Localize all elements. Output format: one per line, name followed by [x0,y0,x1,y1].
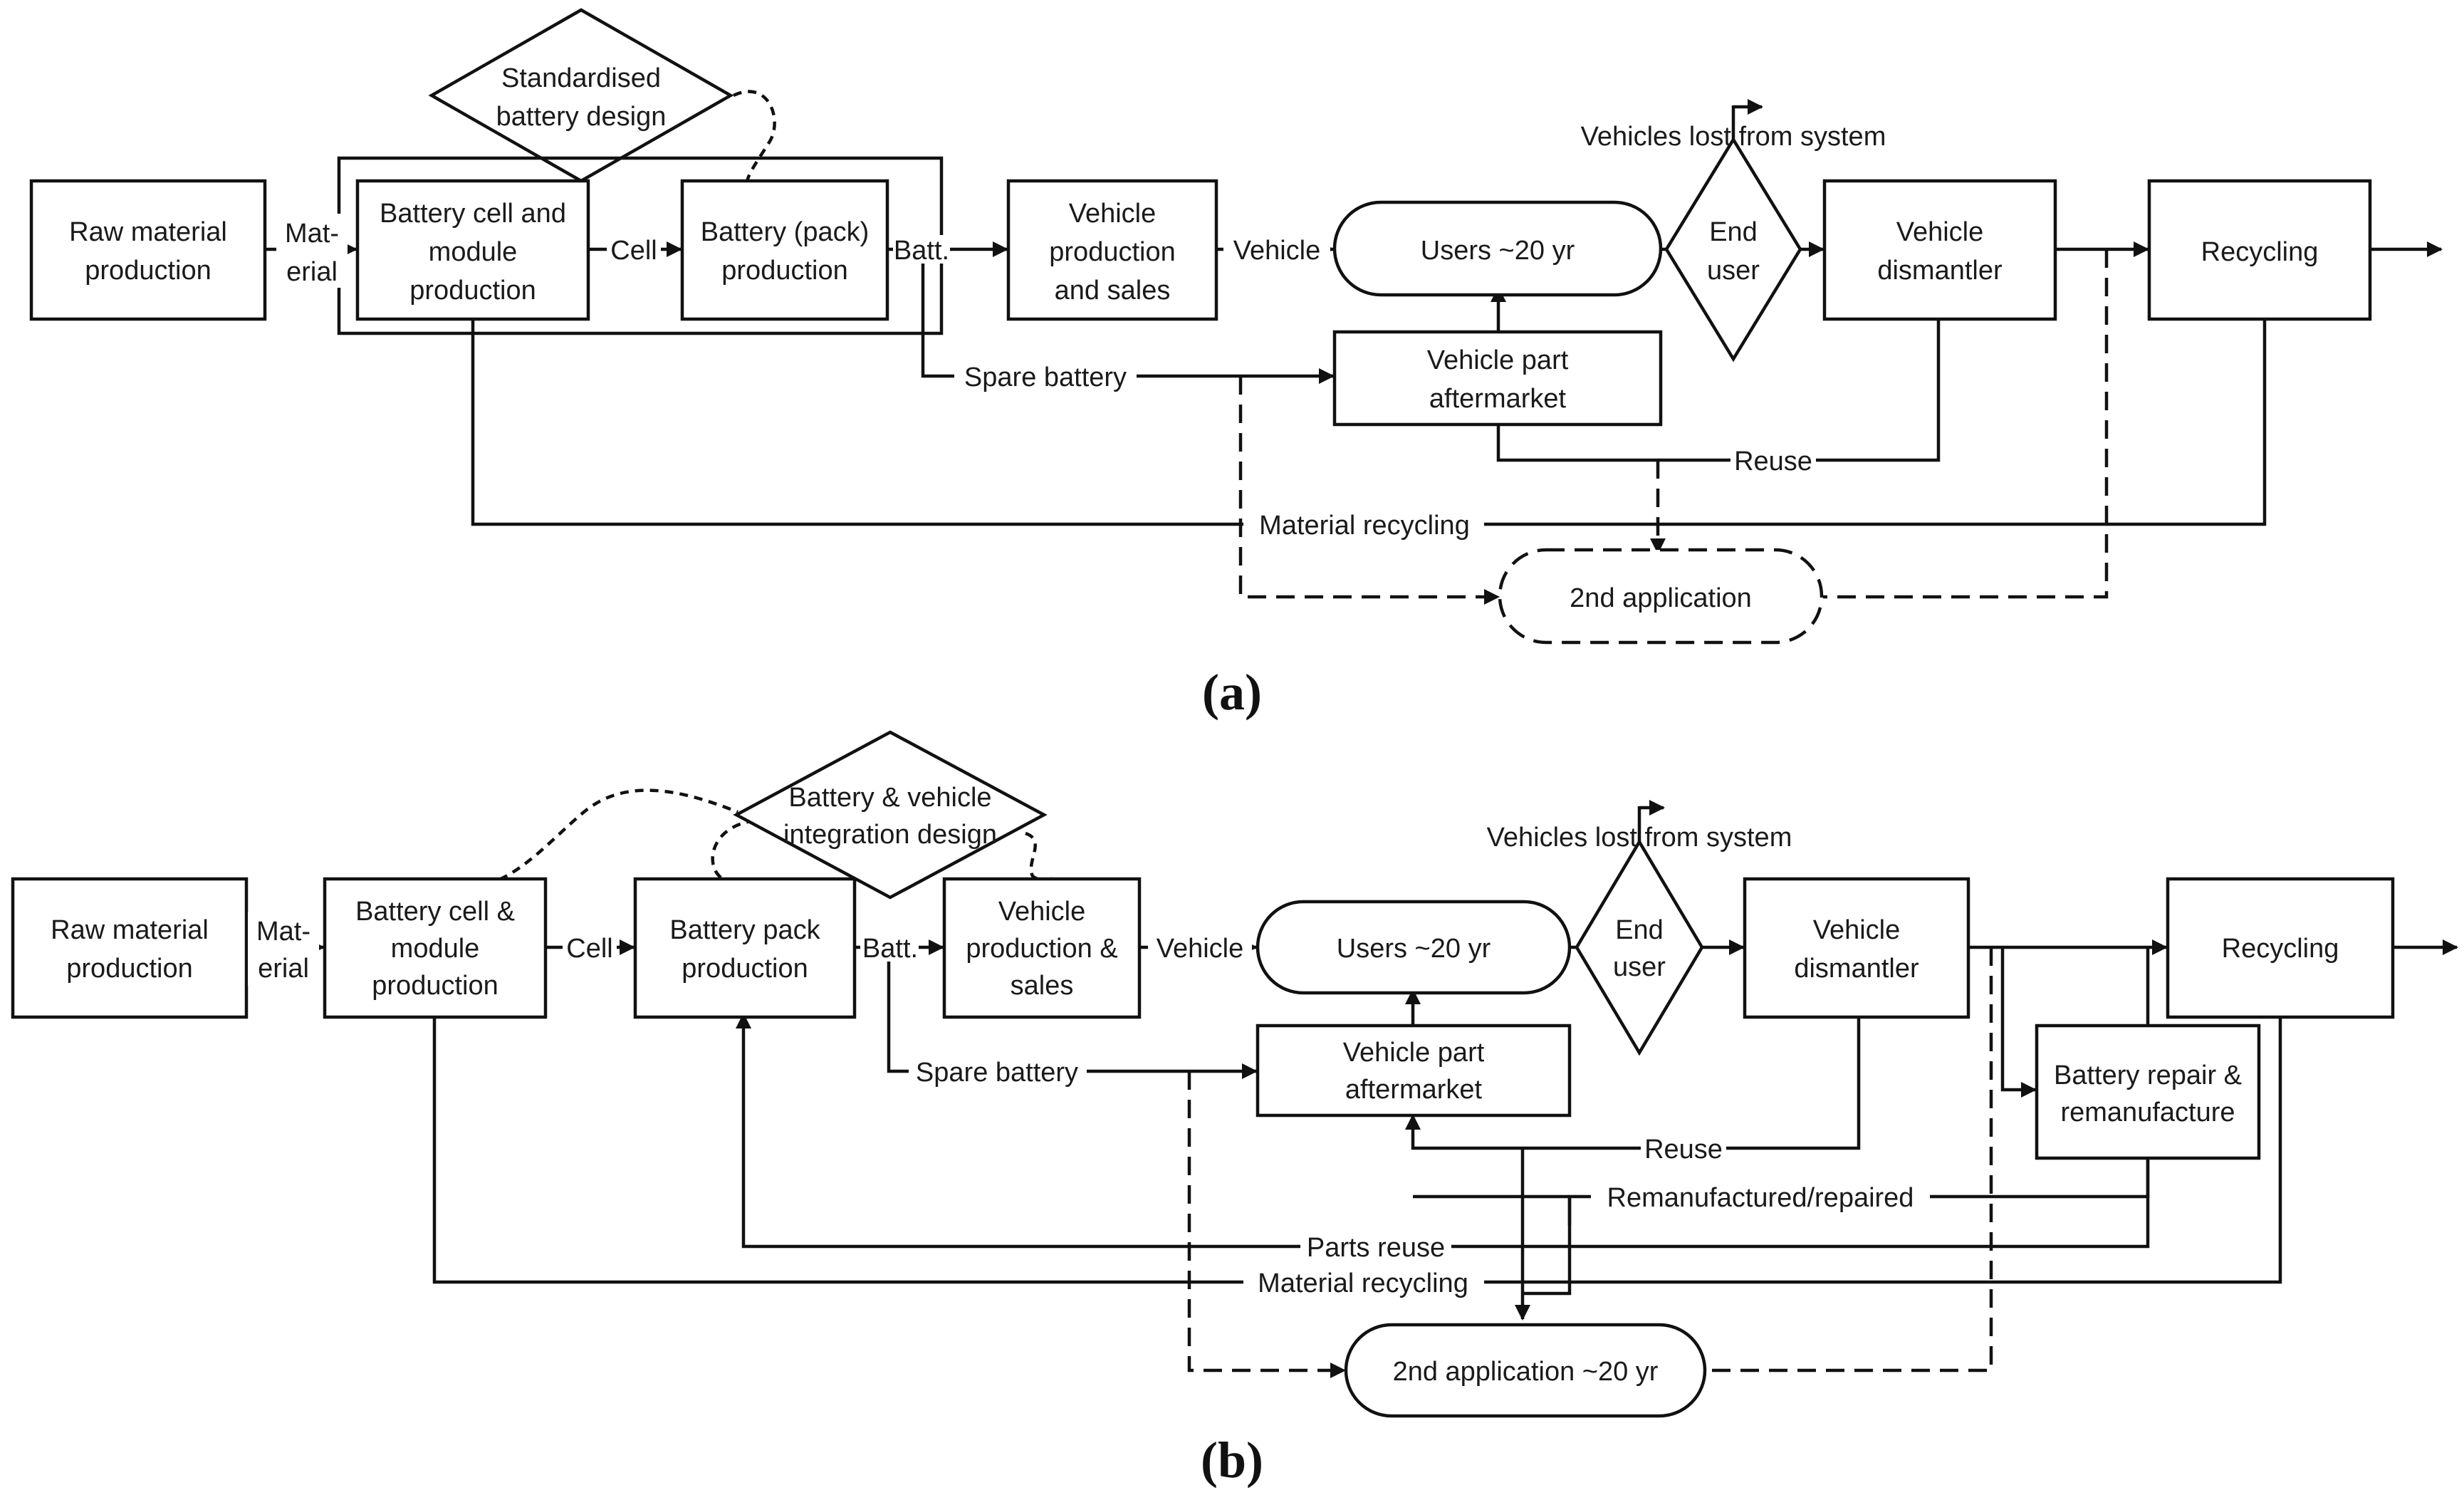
aftermarket-box-a [1332,330,1663,427]
raw-material-box-a [29,179,267,321]
raw-material-label-1-a: Raw material [69,217,227,247]
material-flow-label-1-b: Mat- [256,917,310,947]
second-application-label-b: 2nd application ~20 yr [1393,1357,1659,1387]
vehicle-production-box-a [1006,179,1218,321]
users-label-b: Users ~20 yr [1337,934,1491,964]
raw-material-box-b [11,877,249,1019]
material-flow-label-2-b: erial [258,954,309,984]
spare-battery-label-b: Spare battery [916,1058,1078,1088]
design-link-a [733,90,776,191]
repair-label-2-b: remanufacture [2060,1098,2235,1127]
integration-design-diamond [733,730,1048,900]
cell-module-box-b [323,877,548,1019]
parts-reuse-label-b: Parts reuse [1307,1233,1445,1263]
second-application-label-a: 2nd application [1570,583,1752,613]
integration-label-2: integration design [783,820,997,850]
raw-material-label-2-b: production [66,954,192,984]
standardised-label-1: Standardised [501,63,661,93]
end-user-diamond-b [1575,838,1704,1056]
vehicle-production-box-b [942,877,1142,1019]
users-label-a: Users ~20 yr [1421,236,1575,266]
remanufactured-label-b: Remanufactured/repaired [1607,1183,1914,1213]
end-user-label-1-b: End [1615,915,1664,945]
material-recycling-label-b: Material recycling [1258,1269,1468,1298]
pack-box-b [633,877,857,1019]
end-user-label-1-a: End [1709,217,1758,247]
end-user-label-2-a: user [1707,256,1760,286]
cell-module-label-1-a: Battery cell and [380,199,566,229]
cell-module-label-2-a: module [429,237,518,267]
aftermarket-box-b [1256,1024,1572,1118]
aftermarket-label-2-a: aftermarket [1429,384,1567,414]
material-recycling-label-a: Material recycling [1259,511,1470,541]
users-pill-a [1332,200,1663,297]
aftermarket-label-2-b: aftermarket [1345,1075,1483,1105]
vehicle-production-label-1-b: Vehicle [998,897,1086,927]
reuse-label-b: Reuse [1644,1135,1723,1165]
cell-module-label-2-b: module [391,934,480,964]
diagram-a: Standardised battery design Raw material… [29,8,2443,721]
second-application-pill-b [1344,1323,1707,1418]
dismantler-label-1-a: Vehicle [1896,217,1984,247]
vehicles-lost-label-b: Vehicles lost from system [1487,823,1792,853]
vehicle-flow-label-a: Vehicle [1233,236,1321,266]
dismantler-label-2-b: dismantler [1794,954,1919,984]
users-pill-b [1256,900,1572,995]
material-flow-label-1-a: Mat- [285,219,339,249]
recycling-box-b [2166,877,2395,1019]
recycling-box-a [2147,179,2372,321]
cell-module-label-3-a: production [409,276,536,306]
batt-flow-label-b: Batt. [862,934,918,964]
raw-material-label-1-b: Raw material [51,915,209,945]
dismantler-box-a [1822,179,2057,321]
second-application-pill-a [1498,548,1824,645]
design-link-b-3 [1025,831,1060,882]
pack-label-1-b: Battery pack [669,915,820,945]
dismantler-label-1-b: Vehicle [1813,915,1901,945]
batt-flow-label-a: Batt. [894,236,949,266]
vehicle-production-label-2-b: production & [966,934,1117,964]
recycling-label-b: Recycling [2222,934,2339,964]
aftermarket-label-1-b: Vehicle part [1343,1038,1485,1068]
aftermarket-label-1-a: Vehicle part [1427,345,1569,375]
repair-label-1-b: Battery repair & [2054,1061,2242,1090]
standardised-label-2: battery design [496,102,667,132]
cell-flow-label-b: Cell [566,934,612,964]
integration-label-1: Battery & vehicle [788,783,991,813]
cell-flow-label-a: Cell [610,236,657,266]
dismantler-box-b [1743,877,1970,1019]
pack-label-1-a: Battery (pack) [701,217,870,247]
diagram-b: Battery & vehicle integration design Raw… [11,730,2458,1489]
vehicle-production-label-3-a: and sales [1055,276,1171,306]
recycling-label-a: Recycling [2201,237,2319,267]
vehicles-lost-label-a: Vehicles lost from system [1581,122,1886,152]
repair-box-b [2035,1024,2261,1160]
vehicle-production-label-1-a: Vehicle [1069,199,1157,229]
end-user-diamond-a [1664,136,1802,363]
end-user-label-2-b: user [1613,952,1666,982]
pack-label-2-a: production [721,256,847,286]
vehicle-production-label-3-b: sales [1011,971,1074,1001]
vehicle-flow-label-b: Vehicle [1157,934,1244,964]
reuse-label-a: Reuse [1734,447,1812,476]
spare-battery-label-a: Spare battery [964,363,1127,392]
dismantler-label-2-a: dismantler [1877,256,2003,286]
design-link-b-1 [441,788,738,889]
standardised-design-diamond [428,8,734,183]
cell-module-box-a [355,179,590,321]
pack-box-a [680,179,889,321]
design-link-b-2 [711,818,756,887]
material-flow-label-2-a: erial [286,257,338,287]
caption-a: (a) [1202,664,1262,721]
caption-b: (b) [1201,1432,1263,1489]
raw-material-label-2-a: production [85,256,211,286]
cell-module-label-1-b: Battery cell & [355,897,515,927]
pack-label-2-b: production [682,954,808,984]
vehicle-production-label-2-a: production [1049,237,1175,267]
cell-module-label-3-b: production [372,971,498,1001]
